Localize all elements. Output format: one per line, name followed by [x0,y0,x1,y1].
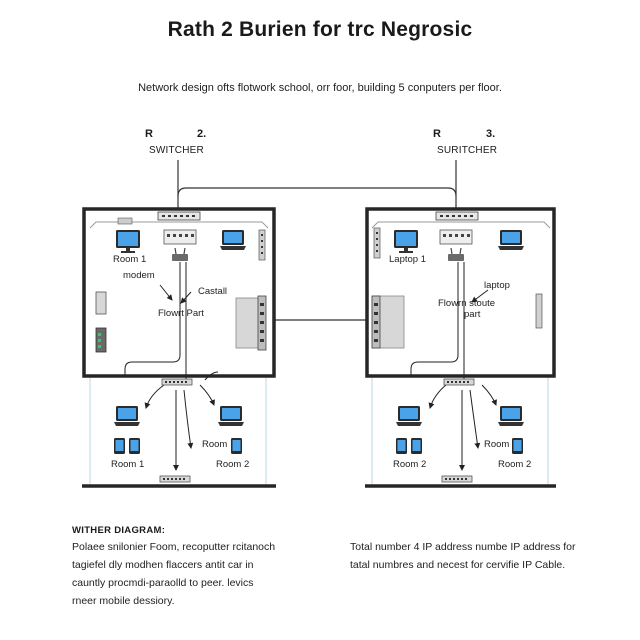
right-bottom-room2-right-label: Room 2 [498,459,532,470]
right-port-label-1: Flowrn stoute [438,298,496,309]
right-description-line: Total number 4 IP address numbe IP addre… [350,541,576,553]
right-description-line: tatal numbres and necest for cervifie IP… [350,559,566,571]
section-title: WITHER DIAGRAM: [72,525,166,536]
left-switch-number: 2. [197,128,207,140]
right-laptop-icon [498,230,524,250]
left-description-line: tagiefel dly modhen flaccers antit car i… [72,559,254,571]
left-floor [82,207,276,488]
left-port-label: Flowrt Part [158,308,204,319]
right-port-label-2: part [464,309,481,320]
right-bottom-room-label: Room [484,439,510,450]
right-switch-r-label: R [433,128,441,140]
right-bottom-tablet-icon [396,438,407,454]
left-switch-r-label: R [145,128,153,140]
left-bottom-room1-laptop-icon [114,406,140,426]
right-bottom-tablet-icon-2 [411,438,422,454]
right-laptop1-label: Laptop 1 [389,254,426,265]
left-bottom-tablet-icon [114,438,125,454]
left-bottom-room2-tablet-icon [231,438,242,454]
left-castall-label: Castall [198,286,228,297]
left-description-line: Polaee snilonier Foom, recoputter rcitan… [72,541,276,553]
right-switch-number: 3. [486,128,496,140]
right-description: Total number 4 IP address numbe IP addre… [350,538,576,574]
left-bottom-room2-label: Room 2 [216,459,250,470]
diagram-title: Rath 2 Burien for trc Negrosic [167,18,473,41]
diagram-subtitle: Network design ofts flotwork school, orr… [138,82,502,94]
uplink-cable [177,160,457,321]
right-floor [365,207,556,488]
left-description-line: cauntly procmdi-paraolld to peer. levics [72,577,254,589]
right-laptop-label: laptop [484,280,510,291]
right-bottom-room2-laptop-icon [498,406,524,426]
left-modem-label: modem [123,270,155,281]
left-bottom-tablet-icon-2 [129,438,140,454]
left-description: Polaee snilonier Foom, recoputter rcitan… [72,538,275,610]
right-switch-name: SURITCHER [437,145,498,156]
left-switch-name: SWITCHER [149,145,204,156]
left-bottom-room1-label: Room 1 [111,459,145,470]
left-room1-computer-icon [116,230,140,253]
left-description-line: rneer mobile dessiory. [72,595,175,607]
left-bottom-room-label: Room [202,439,228,450]
left-room1-label: Room 1 [113,254,147,265]
right-laptop1-computer-icon [394,230,418,253]
right-bottom-room2-left-label: Room 2 [393,459,427,470]
left-bottom-room2-laptop-icon [218,406,244,426]
right-bottom-laptop-icon [396,406,422,426]
right-bottom-room2-tablet-icon [512,438,523,454]
left-laptop-icon [220,230,246,250]
